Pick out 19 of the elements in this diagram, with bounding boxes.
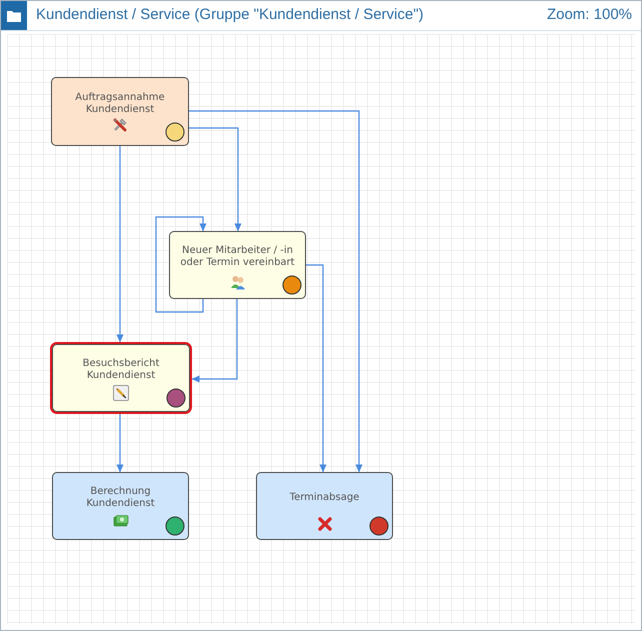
task-box	[51, 77, 189, 146]
task-box	[52, 344, 190, 412]
connector-arrow	[155, 216, 206, 313]
connector-arrow	[189, 127, 242, 232]
connector-arrow	[116, 146, 124, 342]
task-label: Besuchsbericht Kundendienst	[82, 358, 160, 382]
connector-arrow	[192, 299, 238, 382]
task-box	[256, 472, 393, 540]
task-label: Terminabsage	[288, 492, 360, 504]
task-label: Berechnung Kundendienst	[85, 486, 156, 510]
zoom-label: Zoom: 100%	[546, 6, 632, 23]
task-label: Auftragsannahme Kundendienst	[74, 92, 166, 116]
task-box	[52, 472, 189, 540]
connector-arrow	[116, 414, 124, 472]
connector-arrow	[189, 110, 362, 472]
task-label: Neuer Mitarbeiter / -in oder Termin vereinbart	[179, 245, 296, 269]
task-box	[169, 231, 306, 299]
connector-arrow	[306, 264, 326, 472]
diagram-title: Kundendienst / Service (Gruppe "Kundendienst / Service")	[36, 6, 424, 23]
